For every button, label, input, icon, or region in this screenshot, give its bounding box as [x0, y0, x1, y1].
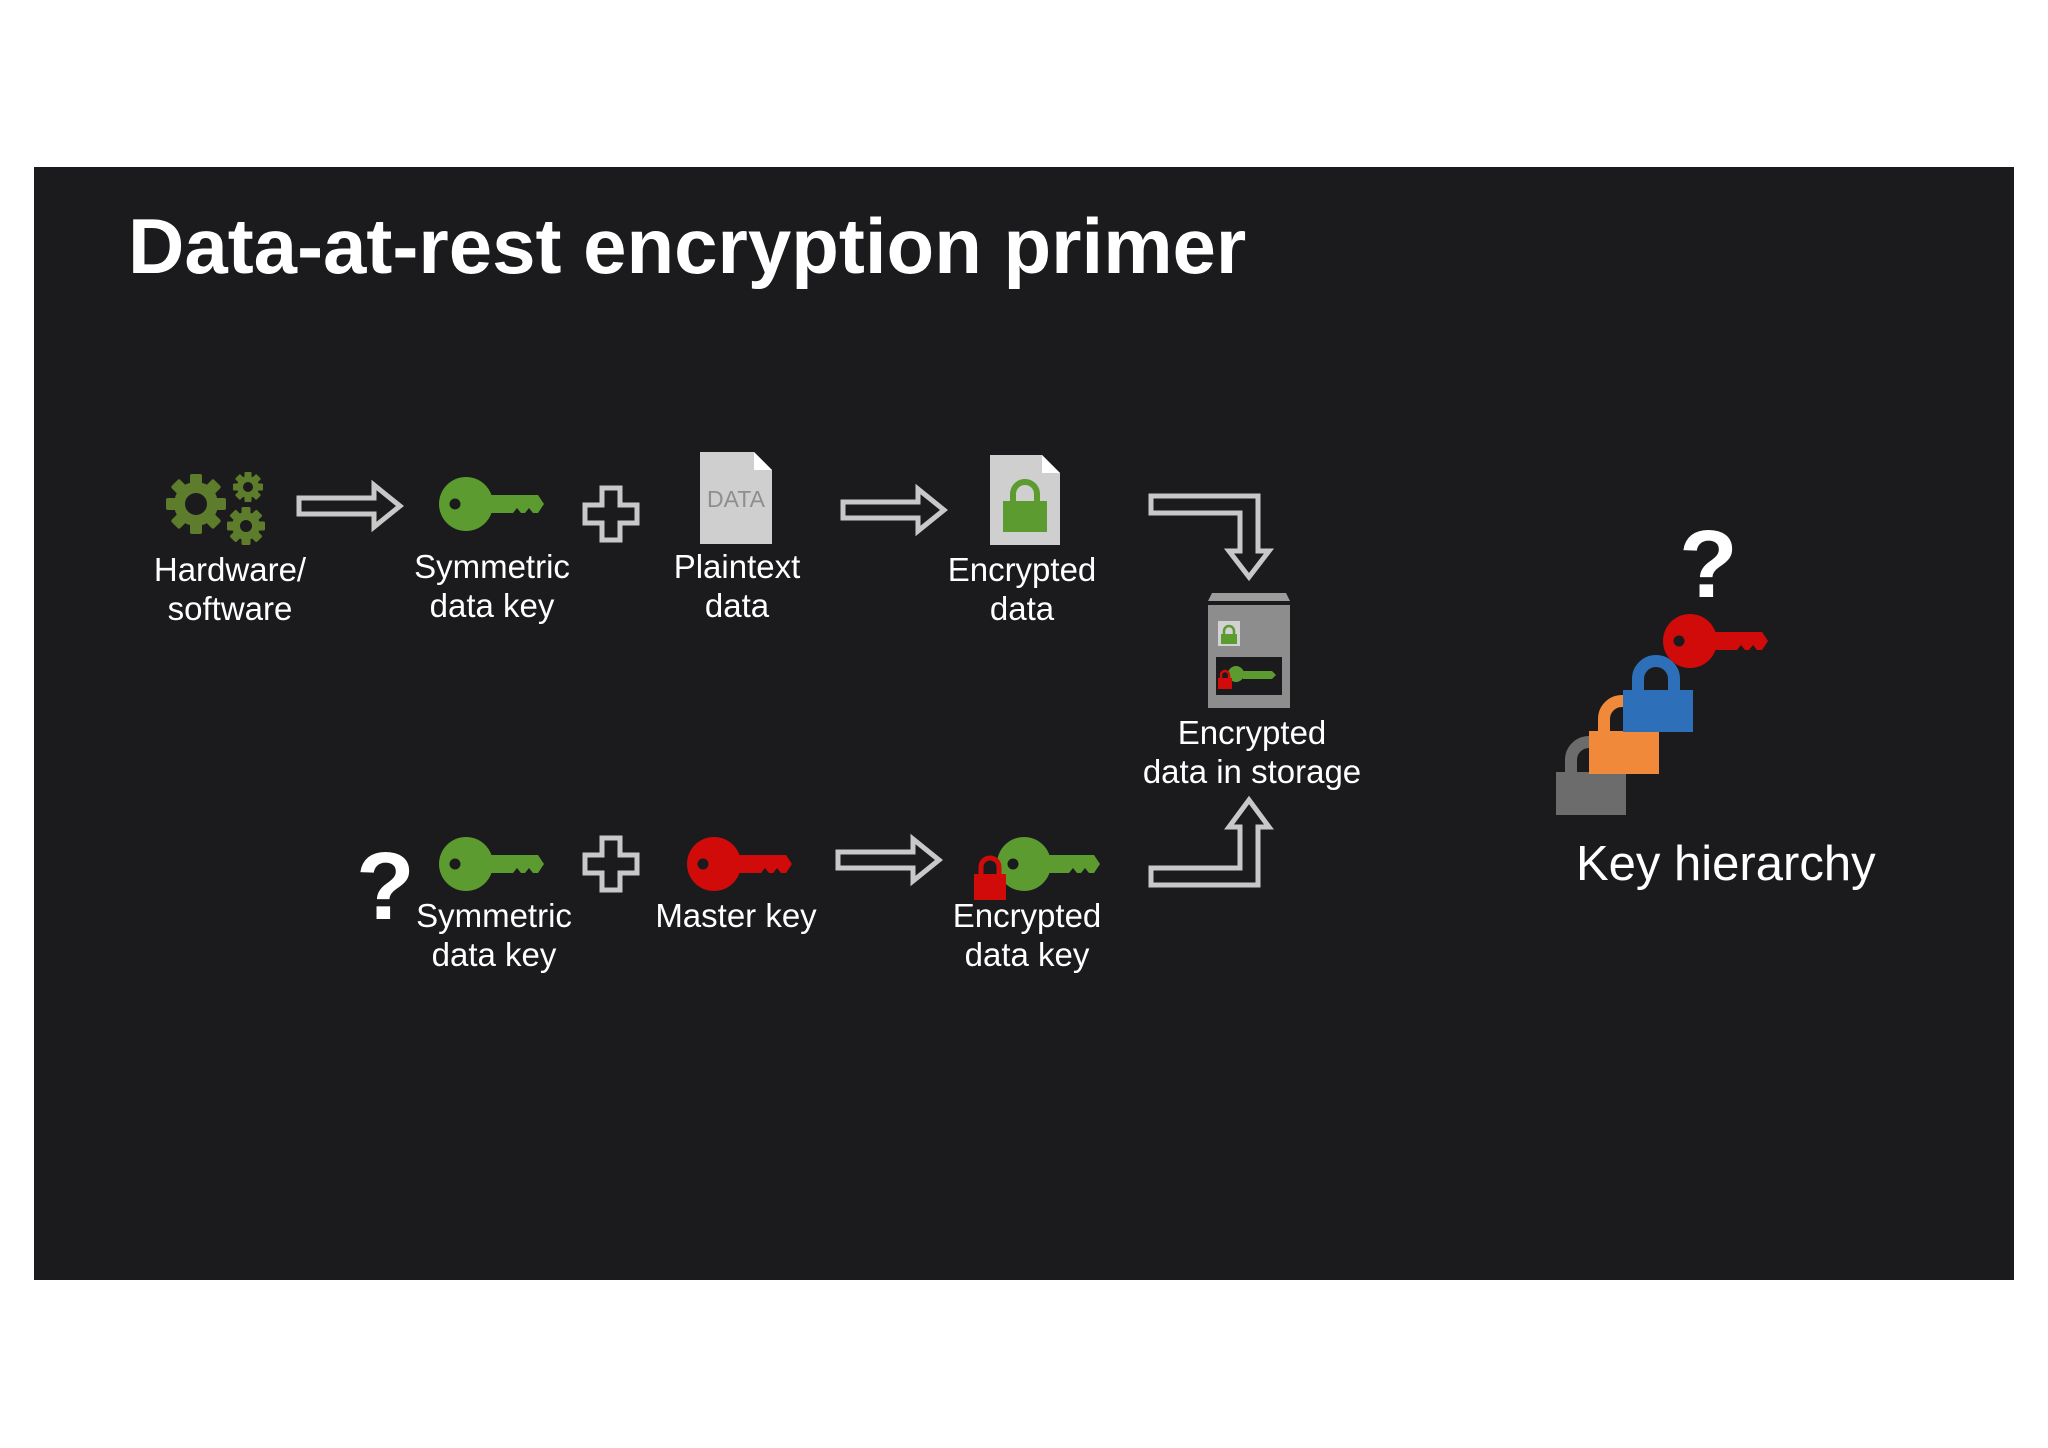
slide-title: Data-at-rest encryption primer	[128, 202, 1247, 290]
key-hierarchy-label: Key hierarchy	[1576, 837, 1876, 891]
master-key-label: Master key	[655, 897, 817, 934]
plaintext-document-icon: DATA	[700, 452, 772, 544]
bent-arrow-down-icon	[1148, 493, 1275, 582]
red-key-icon	[1663, 614, 1768, 668]
encrypted-data-key-icon	[974, 837, 1100, 900]
key-hierarchy-icon	[1556, 614, 1768, 815]
slide: Data-at-rest encryption primer	[34, 167, 2014, 1280]
plus-icon	[582, 485, 640, 543]
right-arrow-icon	[840, 483, 948, 537]
question-mark: ?	[356, 833, 415, 940]
gears-icon	[166, 472, 265, 545]
encrypted-document-icon	[990, 455, 1060, 545]
symmetric-key-icon	[439, 477, 544, 531]
hardware-software-label: Hardware/software	[153, 551, 307, 627]
svg-text:DATA: DATA	[707, 486, 766, 512]
blue-lock-icon	[1623, 655, 1693, 732]
master-key-icon	[687, 837, 792, 891]
right-arrow-icon	[835, 833, 943, 887]
plus-icon	[582, 835, 640, 893]
storage-icon	[1208, 593, 1290, 708]
right-arrow-icon	[296, 479, 404, 533]
key-hierarchy-question-mark: ?	[1679, 511, 1738, 618]
symmetric-key-icon	[439, 837, 544, 891]
bent-arrow-up-icon	[1148, 795, 1274, 888]
